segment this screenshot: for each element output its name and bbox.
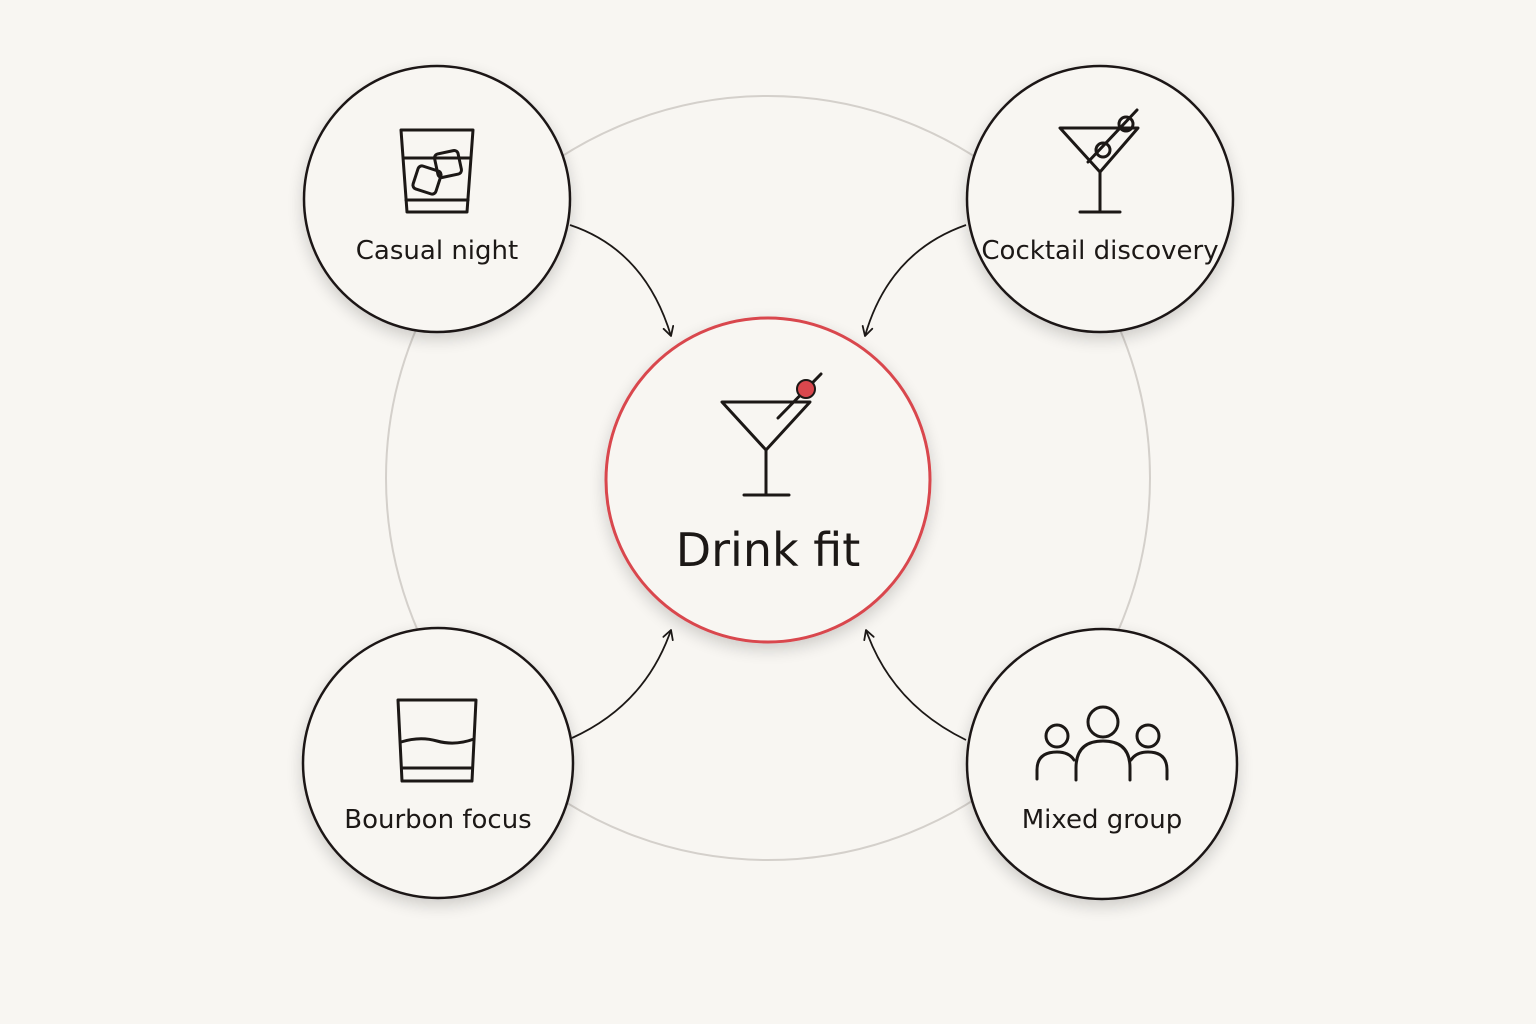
node-label-casual-night: Casual night — [356, 236, 518, 266]
arrow-cocktail-to-center — [861, 224, 967, 337]
rocks-glass-with-ice-icon — [399, 128, 475, 214]
node-drink-fit[interactable]: Drink fit — [604, 316, 932, 644]
arrows — [569, 224, 967, 741]
node-label-bourbon-focus: Bourbon focus — [344, 805, 531, 835]
center-label: Drink fit — [676, 523, 861, 577]
node-cocktail-discovery[interactable]: Cocktail discovery — [965, 64, 1235, 334]
node-mixed-group[interactable]: Mixed group — [965, 627, 1239, 901]
node-bourbon-focus[interactable]: Bourbon focus — [301, 626, 575, 900]
arrow-bourbon-to-center — [571, 629, 674, 739]
rocks-glass-icon — [396, 698, 478, 783]
connector-ring — [385, 95, 1151, 861]
cherry-icon — [796, 379, 816, 399]
center-circle — [604, 316, 932, 644]
people-group-icon — [1035, 705, 1169, 782]
node-casual-night[interactable]: Casual night — [302, 64, 572, 334]
arrow-group-to-center — [863, 629, 967, 741]
node-label-cocktail-discovery: Cocktail discovery — [981, 236, 1218, 266]
arrow-casual-to-center — [569, 224, 675, 337]
node-label-mixed-group: Mixed group — [1022, 805, 1183, 835]
martini-with-cherry-icon — [720, 372, 823, 497]
martini-with-olive-icon — [1058, 108, 1140, 214]
